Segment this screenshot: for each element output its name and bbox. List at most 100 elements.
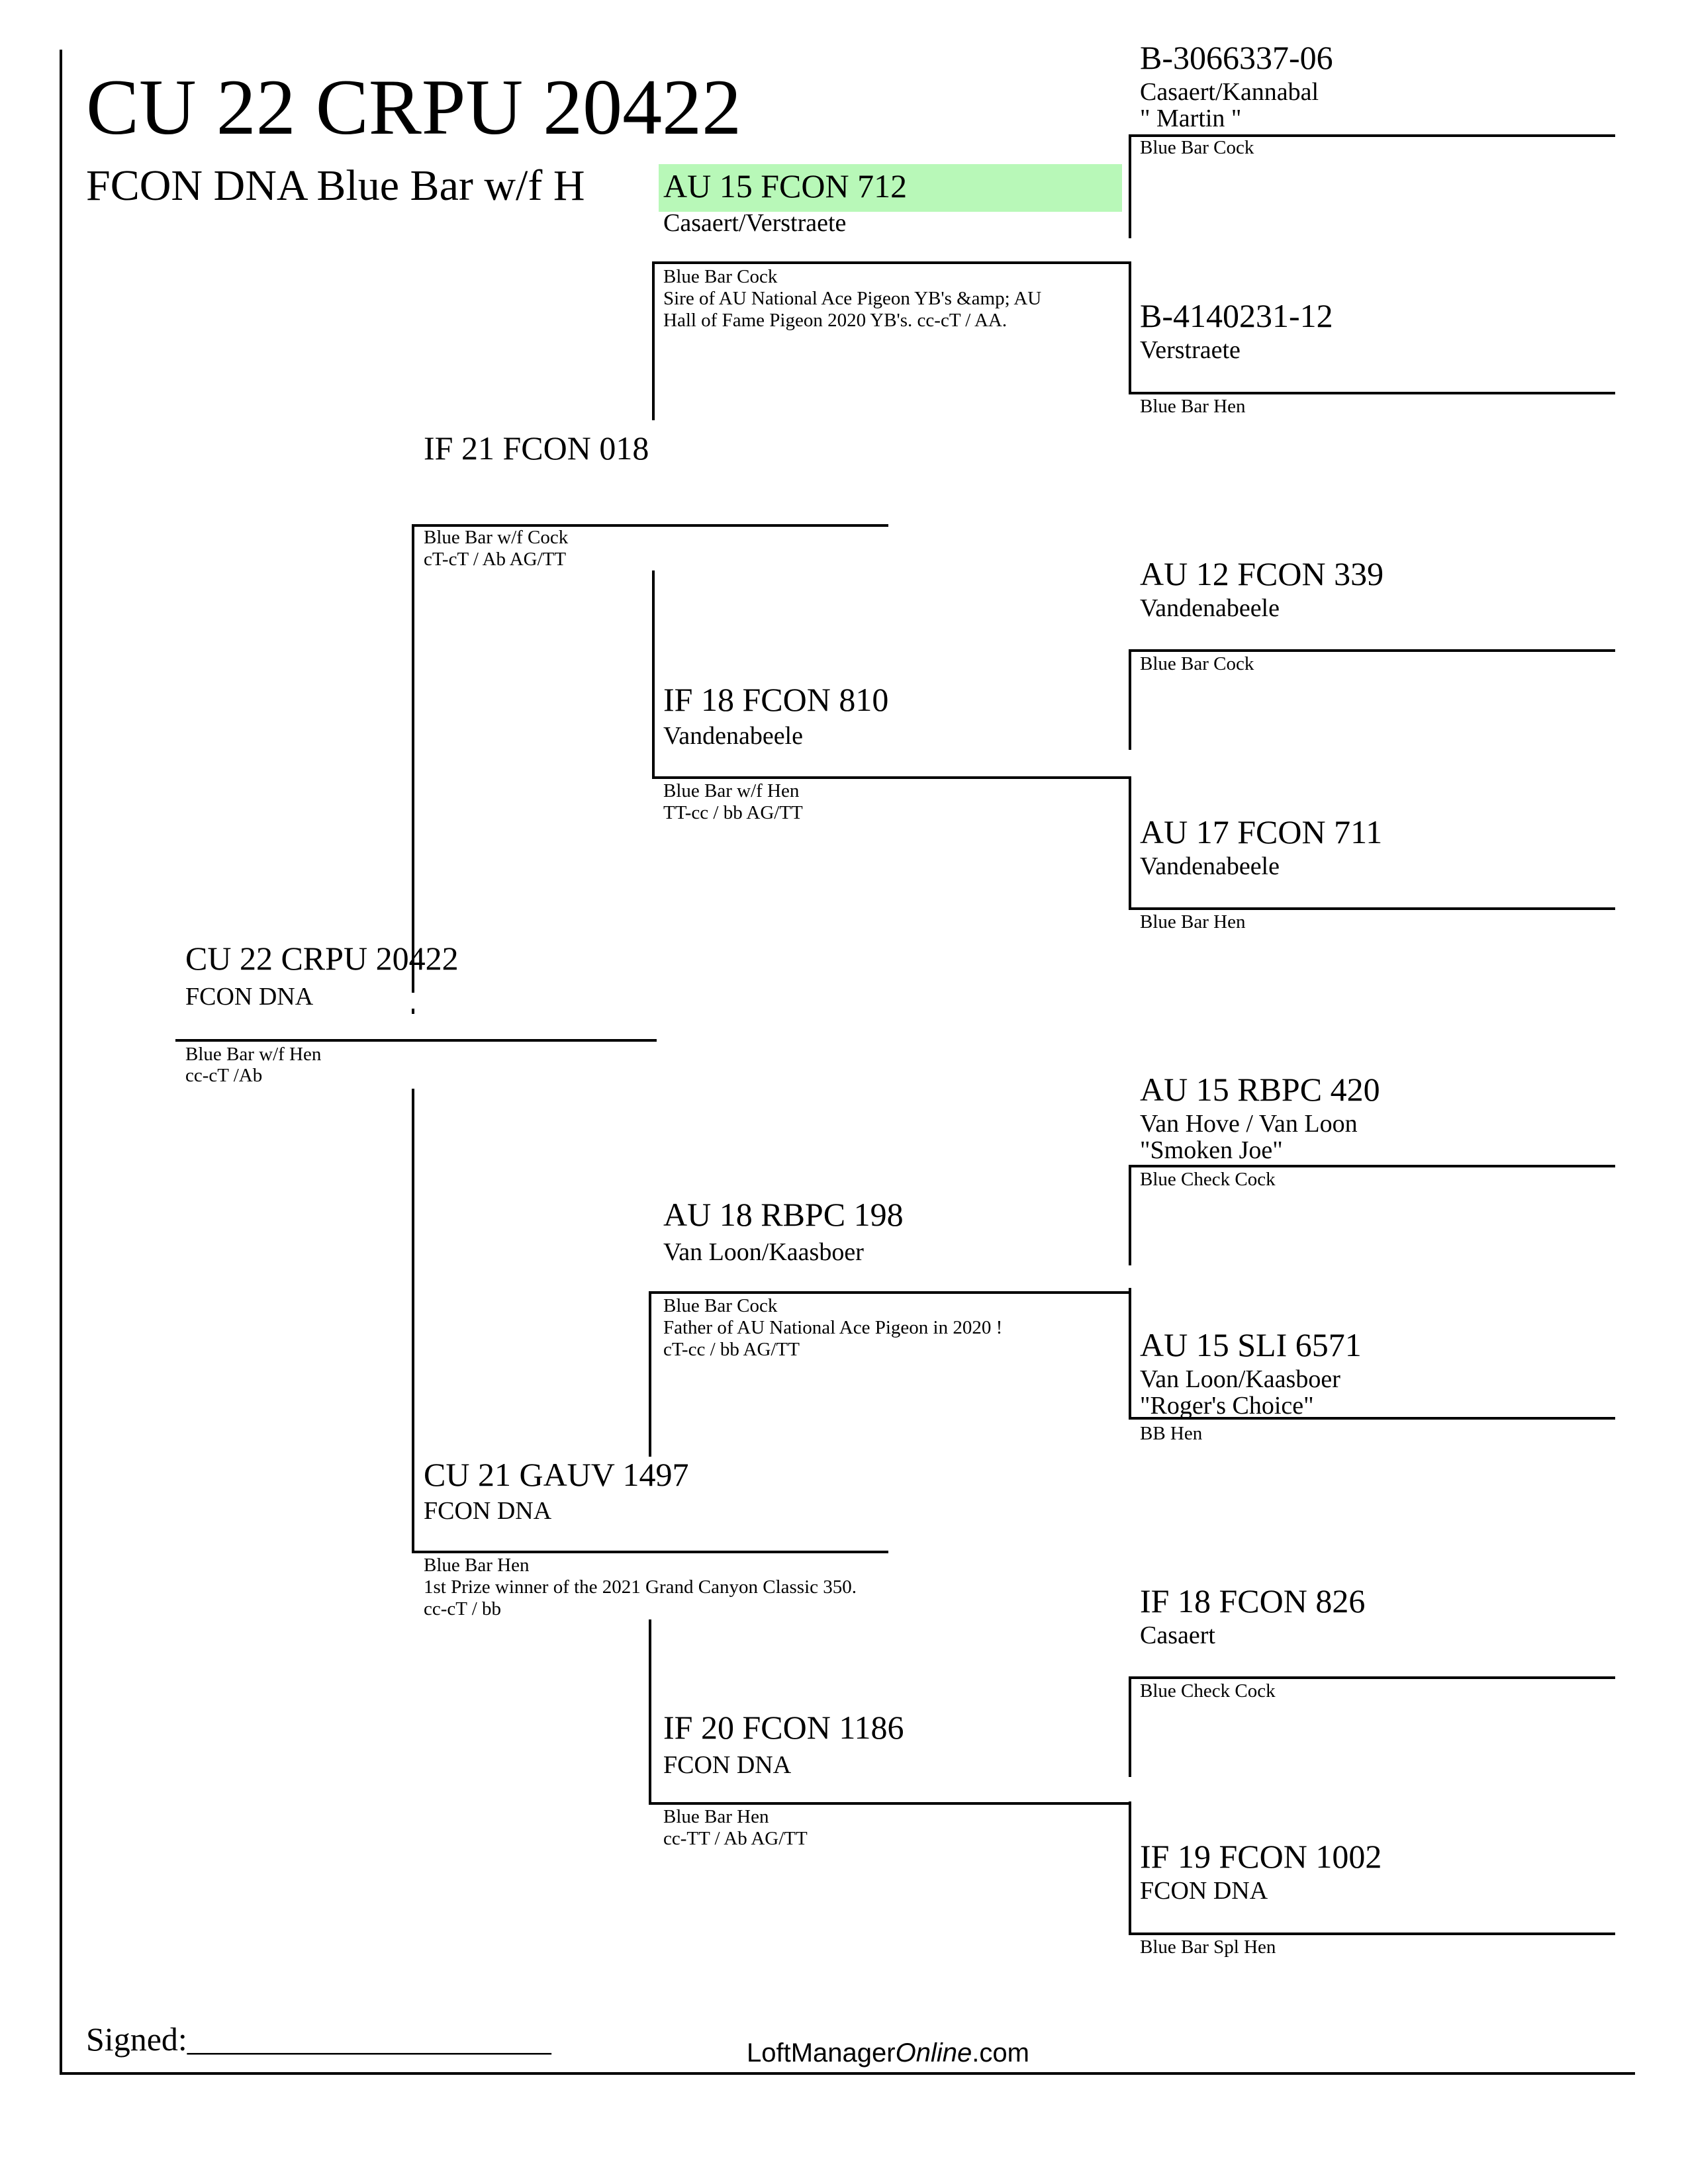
ggp-6-name: "Roger's Choice" xyxy=(1140,1392,1314,1420)
ggp-5-bracket xyxy=(1129,1165,1131,1265)
ggp-1-name: " Martin " xyxy=(1140,105,1242,132)
site-credit: LoftManagerOnline.com xyxy=(747,2038,1029,2068)
ggp-2-strain: Verstraete xyxy=(1140,336,1241,364)
ggp-5-strain: Van Hove / Van Loon xyxy=(1140,1110,1358,1138)
page-subtitle: FCON DNA Blue Bar w/f H xyxy=(86,161,585,210)
ggp-7-strain: Casaert xyxy=(1140,1621,1215,1649)
dam-bracket-gap xyxy=(409,1019,418,1032)
ds-bracket-gap xyxy=(646,1506,655,1522)
site-credit-suffix: .com xyxy=(972,2038,1029,2068)
sire-line xyxy=(412,524,888,527)
ggp-8-color-sex: Blue Bar Spl Hen xyxy=(1140,1936,1276,1958)
sire-sire-band: AU 15 FCON 712 xyxy=(663,167,908,205)
sire-dam-band: IF 18 FCON 810 xyxy=(663,681,889,718)
dam-sire-note-2: cT-cc / bb AG/TT xyxy=(663,1339,800,1360)
ggp-3-strain: Vandenabeele xyxy=(1140,594,1280,622)
subject-line xyxy=(175,1039,657,1042)
dam-sire-note-1: Father of AU National Ace Pigeon in 2020… xyxy=(663,1317,1003,1338)
ggp-4-bracket xyxy=(1129,778,1131,910)
sire-dam-color-sex: Blue Bar w/f Hen xyxy=(663,780,800,801)
ggp-5-color-sex: Blue Check Cock xyxy=(1140,1169,1276,1190)
dam-note-1: 1st Prize winner of the 2021 Grand Canyo… xyxy=(424,1576,857,1598)
dam-dam-color-sex: Blue Bar Hen xyxy=(663,1806,769,1827)
dam-dam-band: IF 20 FCON 1186 xyxy=(663,1709,904,1746)
subject-note-1: cc-cT /Ab xyxy=(185,1065,263,1086)
dam-dam-strain: FCON DNA xyxy=(663,1751,792,1779)
gp-dam-sire-line xyxy=(649,1291,1131,1294)
dam-strain: FCON DNA xyxy=(424,1497,552,1525)
ggp-2-color-sex: Blue Bar Hen xyxy=(1140,396,1246,417)
dam-note-2: cc-cT / bb xyxy=(424,1598,502,1619)
sire-dam-note-1: TT-cc / bb AG/TT xyxy=(663,802,803,823)
ggp-4-strain: Vandenabeele xyxy=(1140,852,1280,880)
ggp-8-strain: FCON DNA xyxy=(1140,1877,1268,1905)
dam-band: CU 21 GAUV 1497 xyxy=(424,1456,689,1493)
gp-dam-dam-bracket xyxy=(649,1619,651,1805)
sire-sire-color-sex: Blue Bar Cock xyxy=(663,266,778,287)
ggp-7-bracket xyxy=(1129,1676,1131,1777)
dam-sire-color-sex: Blue Bar Cock xyxy=(663,1295,778,1316)
ggp-8-line xyxy=(1129,1933,1615,1935)
ggp-3-color-sex: Blue Bar Cock xyxy=(1140,653,1254,674)
gp-sire-sire-bracket xyxy=(652,261,655,420)
dam-line xyxy=(412,1551,888,1553)
subject-strain: FCON DNA xyxy=(185,983,314,1011)
ggp-6-band: AU 15 SLI 6571 xyxy=(1140,1326,1362,1363)
ggp-7-color-sex: Blue Check Cock xyxy=(1140,1680,1276,1702)
signed-line: Signed:______________________ xyxy=(86,2021,551,2058)
sire-note-1: cT-cT / Ab AG/TT xyxy=(424,549,567,570)
ggp-1-band: B-3066337-06 xyxy=(1140,39,1333,76)
sd-bracket-gap xyxy=(649,529,659,563)
sire-sire-note-1: Sire of AU National Ace Pigeon YB's &amp… xyxy=(663,288,1042,309)
ggp-6-bracket xyxy=(1129,1288,1131,1420)
sire-sire-highlight xyxy=(659,164,1122,212)
ggp-7-line xyxy=(1129,1676,1615,1679)
ggp-6-line xyxy=(1129,1417,1615,1420)
dam-sire-strain: Van Loon/Kaasboer xyxy=(663,1238,864,1266)
ggp-4-color-sex: Blue Bar Hen xyxy=(1140,911,1246,933)
dam-color-sex: Blue Bar Hen xyxy=(424,1555,530,1576)
ggp-8-band: IF 19 FCON 1002 xyxy=(1140,1838,1382,1875)
sire-bracket-gap xyxy=(409,993,418,1009)
site-credit-prefix: LoftManager xyxy=(747,2038,896,2068)
ggp-5-name: "Smoken Joe" xyxy=(1140,1136,1283,1164)
gp-sire-dam-line xyxy=(652,776,1131,779)
dd-bracket-gap-2 xyxy=(646,1559,655,1572)
subject-band: CU 22 CRPU 20422 xyxy=(185,940,459,977)
gp-sire-dam-bracket xyxy=(652,570,655,779)
ss-bracket-gap-2 xyxy=(649,500,659,520)
ggp-1-bracket xyxy=(1129,134,1131,238)
sire-sire-note-2: Hall of Fame Pigeon 2020 YB's. cc-cT / A… xyxy=(663,310,1008,331)
sire-sire-strain: Casaert/Verstraete xyxy=(663,209,847,237)
ggp-2-line xyxy=(1129,392,1615,394)
ggp-3-bracket xyxy=(1129,649,1131,750)
ggp-4-band: AU 17 FCON 711 xyxy=(1140,813,1383,850)
sire-dam-strain: Vandenabeele xyxy=(663,722,803,750)
ggp-3-line xyxy=(1129,649,1615,652)
sire-band: IF 21 FCON 018 xyxy=(424,430,649,467)
gp-dam-sire-bracket xyxy=(649,1291,651,1457)
ggp-1-line xyxy=(1129,134,1615,137)
ggp-4-line xyxy=(1129,907,1615,910)
dam-dam-note-1: cc-TT / Ab AG/TT xyxy=(663,1828,808,1849)
gp-sire-sire-line xyxy=(652,261,1131,264)
site-credit-italic: Online xyxy=(895,2038,972,2068)
dd-bracket-gap xyxy=(646,1532,655,1545)
ggp-2-bracket xyxy=(1129,262,1131,394)
sire-bracket xyxy=(412,524,414,1014)
ggp-8-bracket xyxy=(1129,1801,1131,1935)
ggp-1-strain: Casaert/Kannabal xyxy=(1140,78,1319,106)
page-border-bottom xyxy=(60,2072,1635,2075)
ggp-6-strain: Van Loon/Kaasboer xyxy=(1140,1365,1340,1393)
page-title: CU 22 CRPU 20422 xyxy=(86,63,742,151)
sire-color-sex: Blue Bar w/f Cock xyxy=(424,527,569,548)
gp-dam-dam-line xyxy=(649,1802,1131,1805)
ggp-3-band: AU 12 FCON 339 xyxy=(1140,555,1384,592)
page-border-left xyxy=(60,50,62,2075)
subject-color-sex: Blue Bar w/f Hen xyxy=(185,1044,322,1065)
ggp-7-band: IF 18 FCON 826 xyxy=(1140,1582,1366,1619)
ggp-5-band: AU 15 RBPC 420 xyxy=(1140,1071,1380,1108)
dam-bracket xyxy=(412,1089,414,1553)
ggp-6-color-sex: BB Hen xyxy=(1140,1423,1203,1444)
ggp-1-color-sex: Blue Bar Cock xyxy=(1140,137,1254,158)
